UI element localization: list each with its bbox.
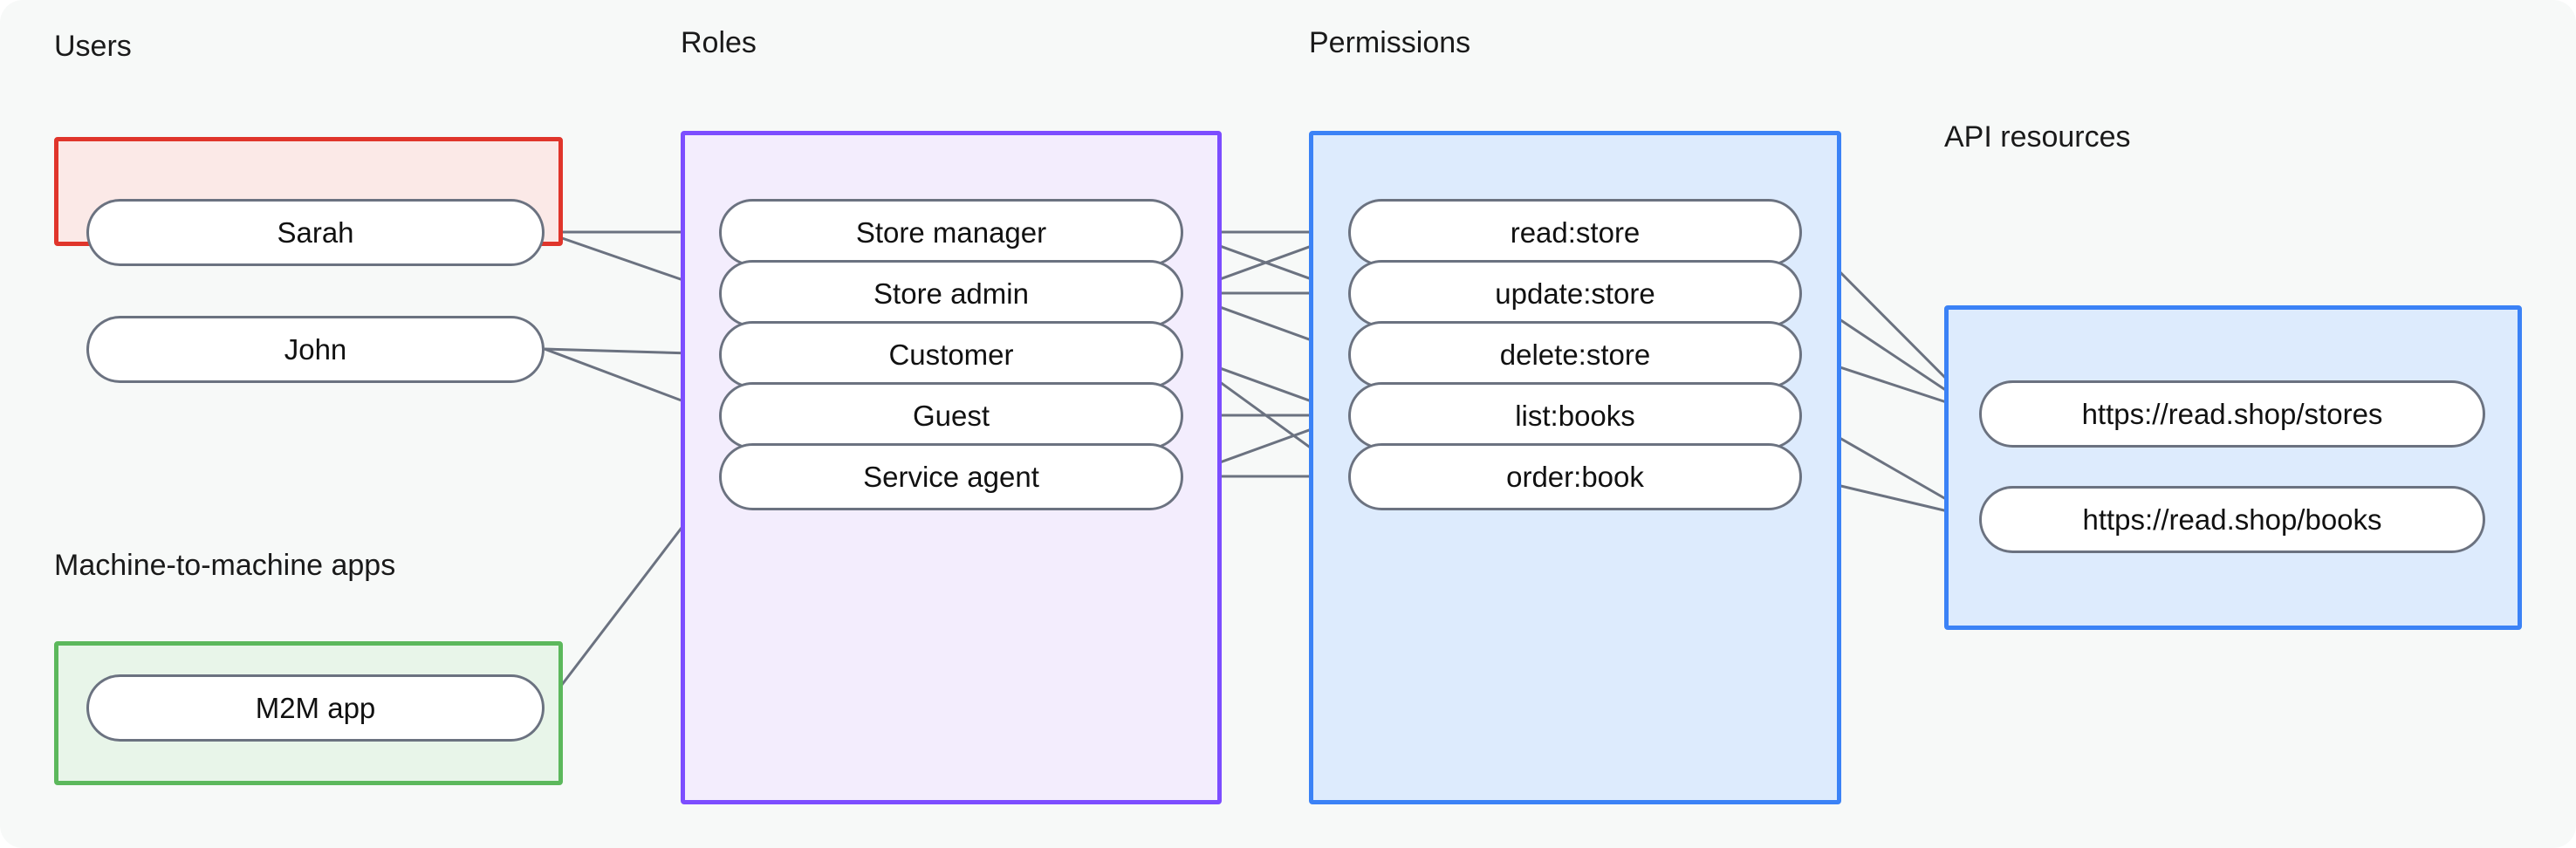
- group-title-users: Users: [54, 30, 132, 63]
- node-label-store-manager: Store manager: [855, 215, 1047, 249]
- node-order-book[interactable]: order:book: [1348, 443, 1802, 510]
- node-label-sarah: Sarah: [277, 215, 354, 249]
- node-label-store-admin: Store admin: [874, 277, 1029, 310]
- node-res-stores[interactable]: https://read.shop/stores: [1979, 380, 2485, 448]
- node-label-service-agent: Service agent: [863, 460, 1039, 493]
- group-box-api-resources: [1944, 305, 2522, 630]
- node-label-delete-store: delete:store: [1499, 338, 1651, 371]
- node-label-john: John: [284, 332, 347, 366]
- node-label-guest: Guest: [912, 399, 990, 432]
- group-title-permissions: Permissions: [1309, 26, 1471, 59]
- group-title-m2m: Machine-to-machine apps: [54, 549, 396, 582]
- node-label-order-book: order:book: [1506, 460, 1644, 493]
- node-john[interactable]: John: [86, 316, 545, 383]
- node-customer[interactable]: Customer: [719, 321, 1183, 388]
- node-update-store[interactable]: update:store: [1348, 260, 1802, 327]
- node-m2m-app[interactable]: M2M app: [86, 674, 545, 742]
- node-label-list-books: list:books: [1515, 399, 1635, 432]
- node-store-manager[interactable]: Store manager: [719, 199, 1183, 266]
- node-delete-store[interactable]: delete:store: [1348, 321, 1802, 388]
- node-label-res-books: https://read.shop/books: [2082, 503, 2382, 536]
- node-label-update-store: update:store: [1495, 277, 1655, 310]
- node-label-customer: Customer: [888, 338, 1014, 371]
- node-read-store[interactable]: read:store: [1348, 199, 1802, 266]
- node-label-read-store: read:store: [1510, 215, 1641, 249]
- group-title-api-resources: API resources: [1944, 120, 2131, 154]
- group-title-roles: Roles: [681, 26, 757, 59]
- node-label-m2m-app: M2M app: [255, 691, 376, 724]
- node-store-admin[interactable]: Store admin: [719, 260, 1183, 327]
- node-guest[interactable]: Guest: [719, 382, 1183, 449]
- node-res-books[interactable]: https://read.shop/books: [1979, 486, 2485, 553]
- node-list-books[interactable]: list:books: [1348, 382, 1802, 449]
- node-service-agent[interactable]: Service agent: [719, 443, 1183, 510]
- node-sarah[interactable]: Sarah: [86, 199, 545, 266]
- node-label-res-stores: https://read.shop/stores: [2081, 397, 2383, 430]
